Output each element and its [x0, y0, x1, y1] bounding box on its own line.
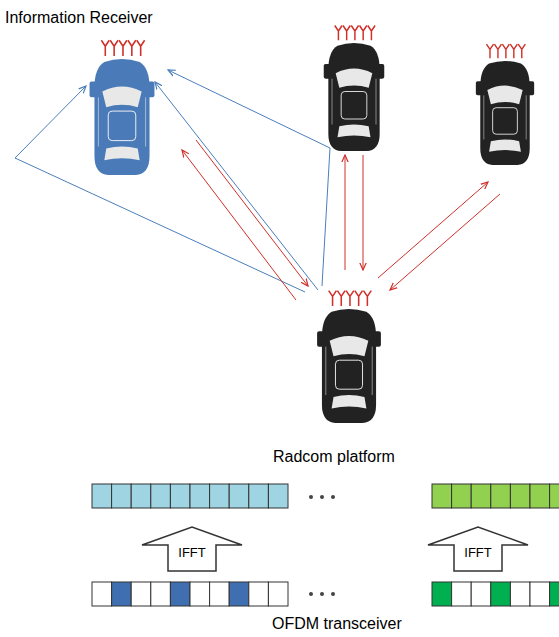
node-text: IFFT — [424, 526, 532, 561]
subcarrier-cell — [151, 582, 171, 606]
subcarrier-cell — [190, 484, 210, 508]
subcarrier-cell — [131, 582, 151, 606]
subcarrier-cell — [190, 582, 210, 606]
subcarrier-cell — [530, 484, 550, 508]
subcarrier-cell — [112, 582, 132, 606]
subcarrier-cell — [491, 582, 511, 606]
subcarrier-cell — [510, 484, 530, 508]
subcarrier-cell — [210, 582, 230, 606]
subcarrier-cell — [170, 484, 190, 508]
caption-label: OFDM transceiver — [272, 614, 402, 633]
subcarrier-cell — [92, 484, 112, 508]
subcarrier-cell — [170, 582, 190, 606]
subcarrier-cell — [530, 582, 550, 606]
ifft-arrow: IFFT — [424, 526, 532, 572]
subcarrier-cell — [471, 582, 491, 606]
subcarrier-cell — [491, 484, 511, 508]
subcarrier-cell — [249, 484, 269, 508]
subcarrier-cell — [210, 484, 230, 508]
subcarrier-cell — [550, 484, 559, 508]
subcarrier-cell — [268, 582, 288, 606]
subcarrier-cell — [452, 582, 472, 606]
caption-label: Information Receiver — [5, 8, 153, 27]
caption-label: Radcom platform — [273, 447, 395, 466]
subcarrier-cell — [229, 484, 249, 508]
subcarrier-cell — [151, 484, 171, 508]
subcarrier-cell — [268, 484, 288, 508]
subcarrier-cell — [510, 582, 530, 606]
ifft-arrow: IFFT — [138, 526, 246, 572]
subcarrier-cell — [92, 582, 112, 606]
subcarrier-cell — [112, 484, 132, 508]
node-text: IFFT — [138, 526, 246, 561]
subcarrier-cell — [550, 582, 559, 606]
subcarrier-cell — [432, 484, 452, 508]
subcarrier-cell — [249, 582, 269, 606]
subcarrier-cell — [471, 484, 491, 508]
subcarrier-cell — [432, 582, 452, 606]
subcarrier-cell — [229, 582, 249, 606]
subcarrier-cell — [131, 484, 151, 508]
subcarrier-cell — [452, 484, 472, 508]
